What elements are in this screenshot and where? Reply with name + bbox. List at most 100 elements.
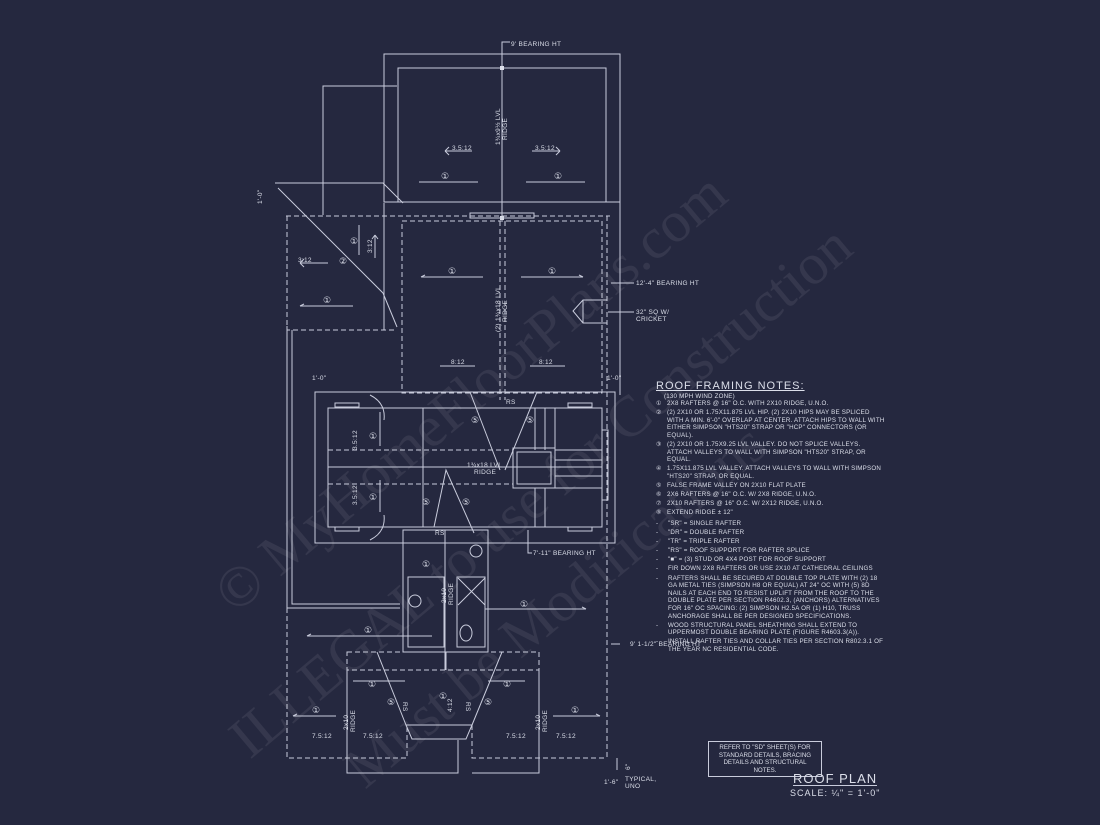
bottom-roof-section	[286, 608, 618, 774]
pitch-label: 4:12	[447, 698, 454, 712]
note-item: ② (2) 2x10 OR 1.75x11.875 LVL HIP. (2) 2x…	[656, 409, 886, 439]
framing-tag: ①	[323, 296, 331, 306]
dimension-label: 1'-0"	[607, 375, 622, 382]
bearing-height-label: 9' BEARING HT	[511, 41, 561, 48]
note-text: EXTEND RIDGE ± 12"	[667, 509, 733, 517]
framing-tag: ①	[422, 560, 430, 570]
pitch-label: 3.5:12	[352, 485, 359, 505]
pitch-label: 3.5:12	[452, 145, 472, 152]
roof-support-label: RS	[401, 702, 408, 712]
framing-tag: ①	[548, 267, 556, 277]
framing-tag: ⑤	[422, 498, 430, 508]
note-number: ⑥	[656, 491, 662, 499]
ridge-label: 1¾x9½ LVL	[494, 108, 502, 145]
pitch-label: 3:12	[367, 239, 374, 253]
ridge-label: RIDGE	[448, 583, 455, 605]
ridge-label: RIDGE	[502, 118, 509, 140]
bullet-note: INSTALL RAFTER TIES AND COLLAR TIES PER …	[656, 638, 886, 653]
bullet-note: "DR" = DOUBLE RAFTER	[656, 529, 886, 537]
ridge-label: (2) 1¾x18 LVL	[495, 286, 502, 332]
dimension-label: 1'-0"	[312, 375, 327, 382]
note-text: 2x8 RAFTERS @ 16" O.C. WITH 2x10 RIDGE, …	[667, 400, 829, 408]
note-item: ⑦ 2x10 RAFTERS @ 16" O.C. W/ 2x12 RIDGE, …	[656, 500, 886, 508]
ridge-label: 2x10	[343, 715, 350, 730]
note-number: ①	[656, 400, 662, 408]
note-item: ⑧ EXTEND RIDGE ± 12"	[656, 509, 886, 517]
cricket-label: 32" SQ W/	[636, 309, 669, 316]
note-text: (2) 2x10 OR 1.75x11.875 LVL HIP. (2) 2x1…	[667, 409, 885, 440]
note-text: 1.75x11.875 LVL VALLEY. ATTACH VALLEYS T…	[667, 465, 882, 481]
framing-tag: ①	[441, 172, 449, 182]
cricket-label: CRICKET	[636, 316, 667, 323]
note-text: (2) 2x10 OR 1.75x9.25 LVL VALLEY. DO NOT…	[667, 441, 866, 464]
framing-tag: ⑤	[471, 416, 479, 426]
ridge-label: RIDGE	[350, 710, 357, 732]
framing-tag: ①	[312, 706, 320, 716]
pitch-label: 3.5:12	[535, 145, 555, 152]
pitch-label: 3:12	[298, 257, 312, 264]
note-number: ⑤	[656, 482, 662, 490]
framing-tag: ①	[571, 706, 579, 716]
typical-note: TYPICAL,	[625, 776, 656, 783]
note-number: ⑦	[656, 500, 662, 508]
note-item: ① 2x8 RAFTERS @ 16" O.C. WITH 2x10 RIDGE,…	[656, 400, 886, 408]
bullet-note: FIR DOWN 2x8 RAFTERS OR USE 2x10 AT CATH…	[656, 565, 886, 573]
roof-support-label: RS	[506, 399, 516, 406]
ridge-label: RIDGE	[542, 710, 549, 732]
pitch-label: 7.5:12	[363, 733, 383, 740]
roof-framing-notes: ROOF FRAMING NOTES: (130 MPH WIND ZONE) …	[656, 380, 886, 655]
ridge-label: 1¾x18 LVL	[467, 462, 502, 469]
pitch-label: 7.5:12	[556, 733, 576, 740]
drawing-scale: SCALE: ¼" = 1'-0"	[790, 788, 881, 798]
pitch-label: 7.5:12	[506, 733, 526, 740]
framing-tag: ①	[439, 692, 447, 702]
framing-tag: ①	[520, 600, 528, 610]
note-item: ④ 1.75x11.875 LVL VALLEY. ATTACH VALLEYS …	[656, 465, 886, 480]
typical-note: UNO	[625, 783, 640, 790]
framing-tag: ①	[369, 432, 377, 442]
note-number: ④	[656, 465, 662, 473]
bullet-note: WOOD STRUCTURAL PANEL SHEATHING SHALL EX…	[656, 622, 886, 637]
framing-tag: ⑤	[462, 498, 470, 508]
framing-tag: ⑤	[387, 698, 395, 708]
pitch-label: 8:12	[451, 359, 465, 366]
roof-support-label: RS	[435, 530, 445, 537]
note-text: 2x10 RAFTERS @ 16" O.C. W/ 2x12 RIDGE, U…	[667, 500, 824, 508]
notes-subheading: (130 MPH WIND ZONE)	[664, 392, 735, 400]
pitch-label: 3.5:12	[352, 430, 359, 450]
ridge-label: 2x10	[535, 715, 542, 730]
framing-tag: ①	[350, 237, 358, 247]
note-item: ⑥ 2x6 RAFTERS @ 16" O.C. W/ 2x8 RIDGE, U.…	[656, 491, 886, 499]
bullet-notes: "SR" = SINGLE RAFTER "DR" = DOUBLE RAFTE…	[656, 520, 886, 654]
framing-tag: ①	[503, 680, 511, 690]
note-item: ⑤ FALSE FRAME VALLEY ON 2x10 FLAT PLATE	[656, 482, 886, 490]
framing-tag: ②	[339, 257, 347, 267]
top-roof-section	[275, 41, 621, 220]
drawing-title: ROOF PLAN	[793, 771, 878, 786]
dimension-label: 6"	[625, 763, 632, 770]
notes-heading: ROOF FRAMING NOTES:	[656, 380, 805, 392]
bullet-note: RAFTERS SHALL BE SECURED AT DOUBLE TOP P…	[656, 575, 886, 621]
note-number: ③	[656, 441, 662, 449]
framing-tag: ①	[448, 267, 456, 277]
ridge-label: RIDGE	[474, 469, 496, 476]
framing-tag: ①	[368, 680, 376, 690]
dimension-label: 1'-0"	[257, 189, 264, 204]
framing-tag: ①	[554, 172, 562, 182]
pitch-label: 7.5:12	[312, 733, 332, 740]
note-text: 2x6 RAFTERS @ 16" O.C. W/ 2x8 RIDGE, U.N…	[667, 491, 817, 499]
note-number: ⑧	[656, 509, 662, 517]
roof-support-label: RS	[464, 702, 471, 712]
framing-tag: ①	[364, 626, 372, 636]
framing-tag: ⑤	[526, 416, 534, 426]
framing-tag: ⑤	[484, 698, 492, 708]
numbered-notes: ① 2x8 RAFTERS @ 16" O.C. WITH 2x10 RIDGE,…	[656, 400, 886, 517]
bearing-height-label: 7'-11" BEARING HT	[533, 550, 596, 557]
note-number: ②	[656, 409, 662, 417]
note-text: FALSE FRAME VALLEY ON 2x10 FLAT PLATE	[667, 482, 806, 490]
ridge-label: 2x10	[441, 588, 448, 603]
bullet-note: "TR" = TRIPLE RAFTER	[656, 538, 886, 546]
pitch-label: 8:12	[539, 359, 553, 366]
